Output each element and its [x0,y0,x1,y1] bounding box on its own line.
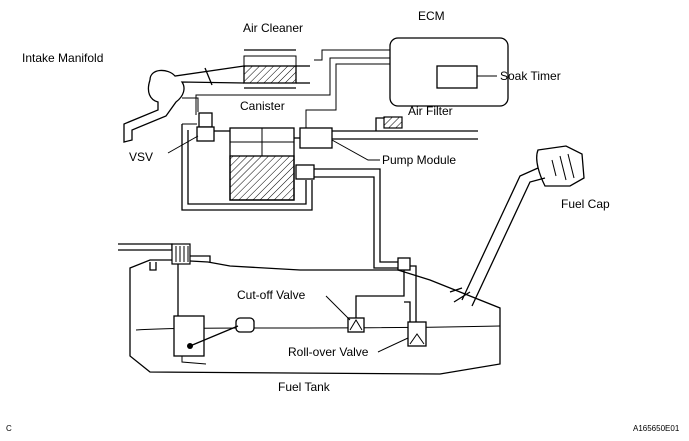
corner-letter: C [6,424,12,433]
ecm-wire-pump [305,63,390,128]
rollover-valve [407,321,427,347]
ecm-label: ECM [418,9,445,23]
ecm-wire-aircleaner [314,49,390,61]
rollover-valve-label: Roll-over Valve [288,345,369,359]
cutoff-valve-label: Cut-off Valve [237,288,306,302]
ecm-unit [389,37,509,107]
air-cleaner-label: Air Cleaner [243,21,303,35]
cutoff-valve-leader [325,295,351,321]
intake-manifold-label: Intake Manifold [22,51,103,65]
ecm-wire-vsv [195,57,390,115]
pump-module-leader [331,139,380,161]
air-cleaner [243,49,310,89]
intake-manifold [123,65,245,143]
cutoff-valve [347,317,365,333]
vapor-line-outer [314,168,398,263]
fuel-filler-pipe [449,145,585,307]
fuel-cap-label: Fuel Cap [561,197,610,211]
vsv-leader [167,135,199,154]
air-filter [332,116,478,140]
vsv-valve [196,112,215,142]
rollover-valve-leader [377,337,409,353]
vsv-label: VSV [129,150,153,164]
fuel-tank-label: Fuel Tank [278,380,331,394]
vsv-purge-hose-outer [181,124,313,211]
canister-label: Canister [240,99,285,113]
fuel-sender-unit [149,243,255,365]
canister [229,127,295,201]
vapor-line-inner [314,176,398,269]
air-filter-label: Air Filter [408,104,453,118]
figure-id: A165650E01 [633,424,680,433]
soak-timer-box [436,65,478,89]
pump-module-label: Pump Module [382,153,456,167]
vsv-purge-hose-inner [187,130,307,205]
pump-module [295,127,333,180]
tank-vapor-piping [355,257,417,322]
soak-timer-label: Soak Timer [500,69,561,83]
